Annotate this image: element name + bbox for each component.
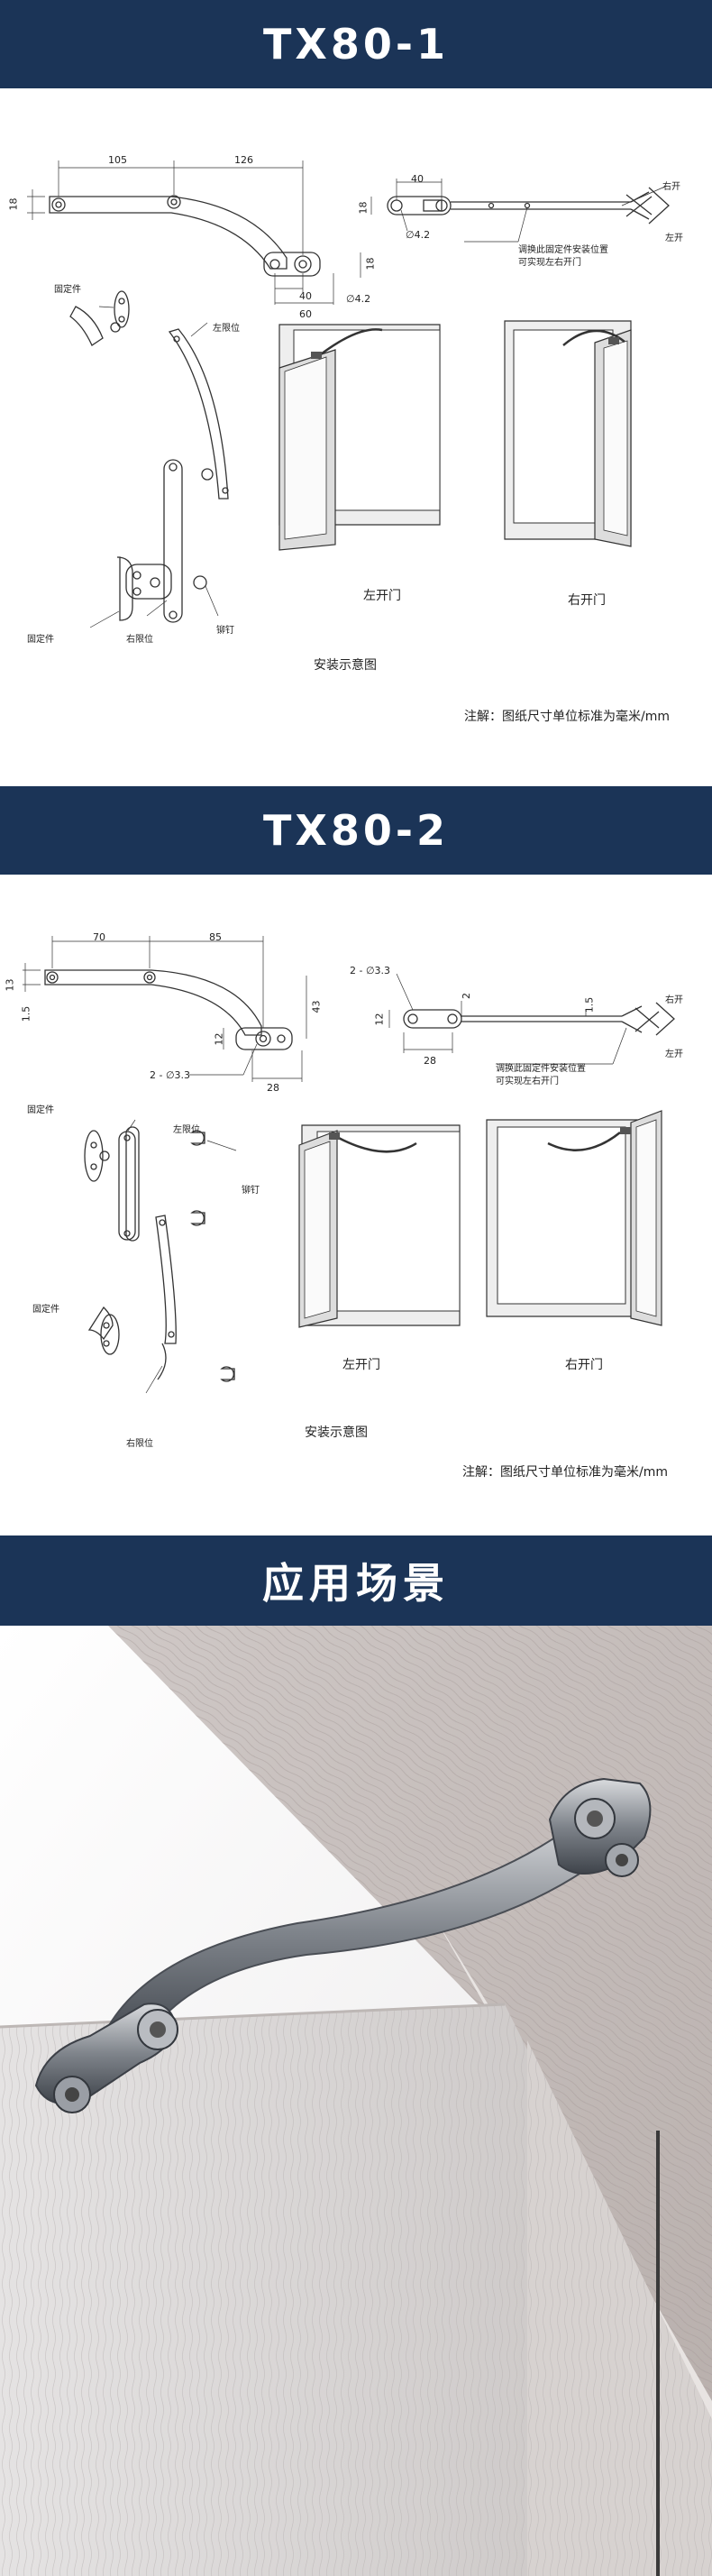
part-fixed-top: 固定件 (54, 285, 81, 295)
dim-1-5: 1.5 (20, 1005, 32, 1022)
cabinet-right-door-illustration-2 (486, 1110, 662, 1326)
dim-126: 126 (234, 154, 253, 166)
dim-top-phi: ∅4.2 (406, 229, 431, 241)
left-door-caption: 左开门 (363, 589, 401, 603)
part-rivet: 铆钉 (216, 626, 234, 636)
part-right-limit: 右限位 (126, 635, 153, 645)
dim-top-40: 40 (411, 173, 424, 185)
dim-top-1-5: 1.5 (583, 996, 596, 1013)
dim-18a: 18 (7, 197, 20, 211)
right-door-caption-2: 右开门 (565, 1358, 603, 1372)
dim-28: 28 (267, 1082, 279, 1094)
dim-12: 12 (213, 1032, 225, 1046)
right-door-caption: 右开门 (568, 593, 606, 608)
dim-43: 43 (310, 1000, 323, 1013)
left-open-label: 左开 (665, 234, 683, 243)
dim-top-28: 28 (424, 1055, 436, 1067)
dim-13: 13 (4, 978, 16, 992)
part-right-limit-2: 右限位 (126, 1439, 153, 1449)
tx80-2-technical-drawing (23, 936, 675, 1394)
part-left-limit-2: 左限位 (173, 1125, 200, 1135)
dim-60: 60 (299, 308, 312, 320)
dim-top-2: 2 (461, 993, 472, 999)
unit-note: 注解：图纸尺寸单位标准为毫米/mm (464, 710, 670, 724)
left-open-label-2: 左开 (665, 1050, 683, 1059)
right-open-label: 右开 (662, 182, 680, 192)
application-scene-photo (0, 1626, 712, 2576)
part-fixed-top-2: 固定件 (27, 1105, 54, 1115)
dim-105: 105 (108, 154, 127, 166)
install-caption: 安装示意图 (314, 658, 377, 673)
dim-phi33: 2 - ∅3.3 (150, 1069, 191, 1081)
dim-18b: 18 (364, 257, 377, 270)
unit-note-2: 注解：图纸尺寸单位标准为毫米/mm (462, 1465, 668, 1480)
dim-phi42a: ∅4.2 (346, 293, 371, 305)
callout-note-line-1: 调换此固定件安装位置 (518, 245, 608, 255)
cabinet-left-door-illustration (278, 324, 441, 551)
part-left-limit: 左限位 (213, 324, 240, 334)
section-title-scene: 应用场景 (0, 1536, 712, 1626)
callout-note-line-2: 可实现左右开门 (518, 258, 581, 268)
left-door-caption-2: 左开门 (342, 1358, 380, 1372)
dim-70: 70 (93, 931, 105, 943)
dim-85: 85 (209, 931, 222, 943)
dim-top-12: 12 (373, 1013, 386, 1026)
section-title-tx80-2: TX80-2 (0, 786, 712, 875)
dim-top-phi33: 2 - ∅3.3 (350, 965, 391, 976)
right-open-label-2: 右开 (665, 995, 683, 1005)
cabinet-left-door-illustration-2 (298, 1124, 461, 1328)
part-rivet-2: 铆钉 (242, 1186, 260, 1196)
dim-top-18: 18 (357, 201, 370, 215)
install-caption-2: 安装示意图 (305, 1426, 368, 1440)
part-fixed-bottom: 固定件 (27, 635, 54, 645)
cabinet-right-door-illustration (504, 320, 632, 547)
tx80-1-technical-drawing (27, 160, 670, 628)
section-title-tx80-1: TX80-1 (0, 0, 712, 88)
dim-40: 40 (299, 290, 312, 302)
part-fixed-bottom-2: 固定件 (32, 1305, 59, 1315)
callout-note-2-line-1: 调换此固定件安装位置 (496, 1064, 586, 1074)
callout-note-2-line-2: 可实现左右开门 (496, 1077, 559, 1086)
